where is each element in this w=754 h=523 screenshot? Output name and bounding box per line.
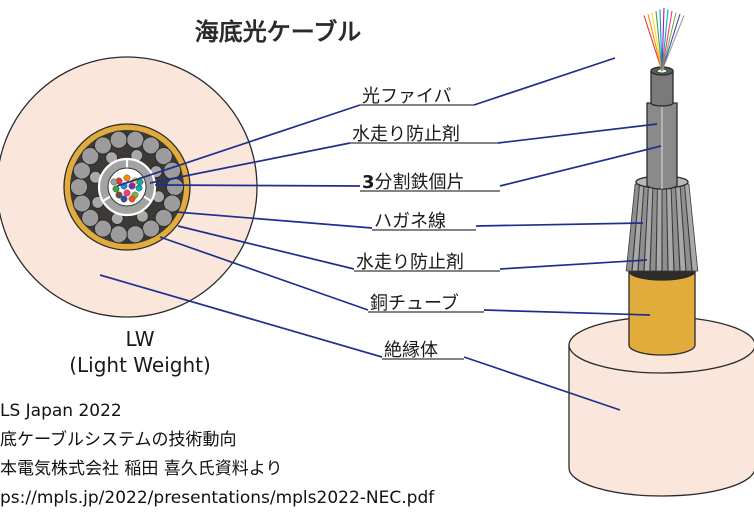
steel-wire	[72, 161, 91, 180]
steel-strand-bundle	[625, 183, 699, 272]
fiber-strand	[661, 15, 685, 72]
steel-wire	[154, 208, 173, 227]
label-copper-tube: 銅チューブ	[370, 292, 459, 314]
steel-wire	[154, 147, 173, 166]
leader-lines	[99, 57, 662, 411]
label-water-block-outer: 水走り防止剤	[356, 252, 464, 273]
cable-cross-section	[0, 56, 258, 318]
cable-layer-view	[568, 7, 754, 497]
fiber-dot	[123, 189, 131, 197]
steel-wire	[81, 147, 100, 166]
label-steel-wire: ハガネ線	[374, 211, 446, 232]
cable-type-name: LW	[125, 327, 154, 351]
steel-wire	[126, 130, 145, 149]
fiber-dot	[115, 191, 123, 199]
labels: 光ファイバ 水走り防止剤 3分割鉄個片 ハガネ線 水走り防止剤 銅チューブ 絶縁…	[350, 86, 500, 361]
fiber-strand	[647, 13, 663, 72]
source-line-1: LS Japan 2022	[0, 401, 122, 421]
source-line-4: ps://mpls.jp/2022/presentations/mpls2022…	[0, 488, 435, 508]
steel-wire	[141, 219, 161, 238]
steel-wire	[163, 194, 182, 213]
fiber-dot	[112, 185, 120, 193]
steel-wire	[141, 136, 161, 155]
steel-wire	[165, 177, 185, 197]
fiber-dot	[128, 195, 136, 203]
fiber-strand	[643, 15, 663, 72]
steel-wire	[109, 225, 128, 244]
steel-wire	[81, 208, 100, 227]
source-line-3: 本電気株式会社 稲田 喜久氏資料より	[0, 459, 282, 479]
fiber-strand	[661, 13, 681, 72]
water-block-inner-tube	[650, 70, 674, 107]
outer-steel-wires	[69, 130, 185, 244]
cable-type-full: (Light Weight)	[69, 353, 211, 377]
copper-tube-cylinder	[628, 270, 696, 356]
fiber-strand	[651, 12, 663, 72]
fiber-strand	[661, 10, 673, 72]
fiber-dot	[135, 184, 143, 192]
fiber-strand	[661, 9, 669, 72]
label-water-block-inner: 水走り防止剤	[352, 124, 460, 145]
fiber-strand	[659, 9, 663, 72]
diagram-title: 海底光ケーブル	[195, 18, 362, 46]
label-insulator: 絶縁体	[384, 340, 438, 361]
fiber-strand	[655, 10, 663, 72]
fiber-strand	[661, 12, 677, 72]
steel-wire	[72, 194, 91, 213]
source-line-2: 底ケーブルシステムの技術動向	[0, 429, 236, 450]
steel-wire	[109, 130, 128, 149]
label-split-iron: 3分割鉄個片	[362, 172, 465, 193]
source-citation: LS Japan 2022 底ケーブルシステムの技術動向 本電気株式会社 稲田 …	[0, 401, 435, 508]
fiber-dot	[123, 174, 131, 182]
label-fiber: 光ファイバ	[362, 86, 452, 107]
optical-fiber-strands	[643, 7, 685, 72]
optical-fibers	[110, 174, 144, 203]
fiber-dot	[128, 182, 136, 190]
steel-wire	[69, 177, 89, 197]
steel-wire	[93, 136, 113, 155]
fiber-dot	[120, 195, 128, 203]
fiber-dot	[110, 178, 118, 186]
fiber-strand	[661, 7, 665, 72]
steel-wire	[93, 219, 113, 238]
steel-strand	[655, 183, 663, 272]
steel-wire	[126, 225, 145, 244]
